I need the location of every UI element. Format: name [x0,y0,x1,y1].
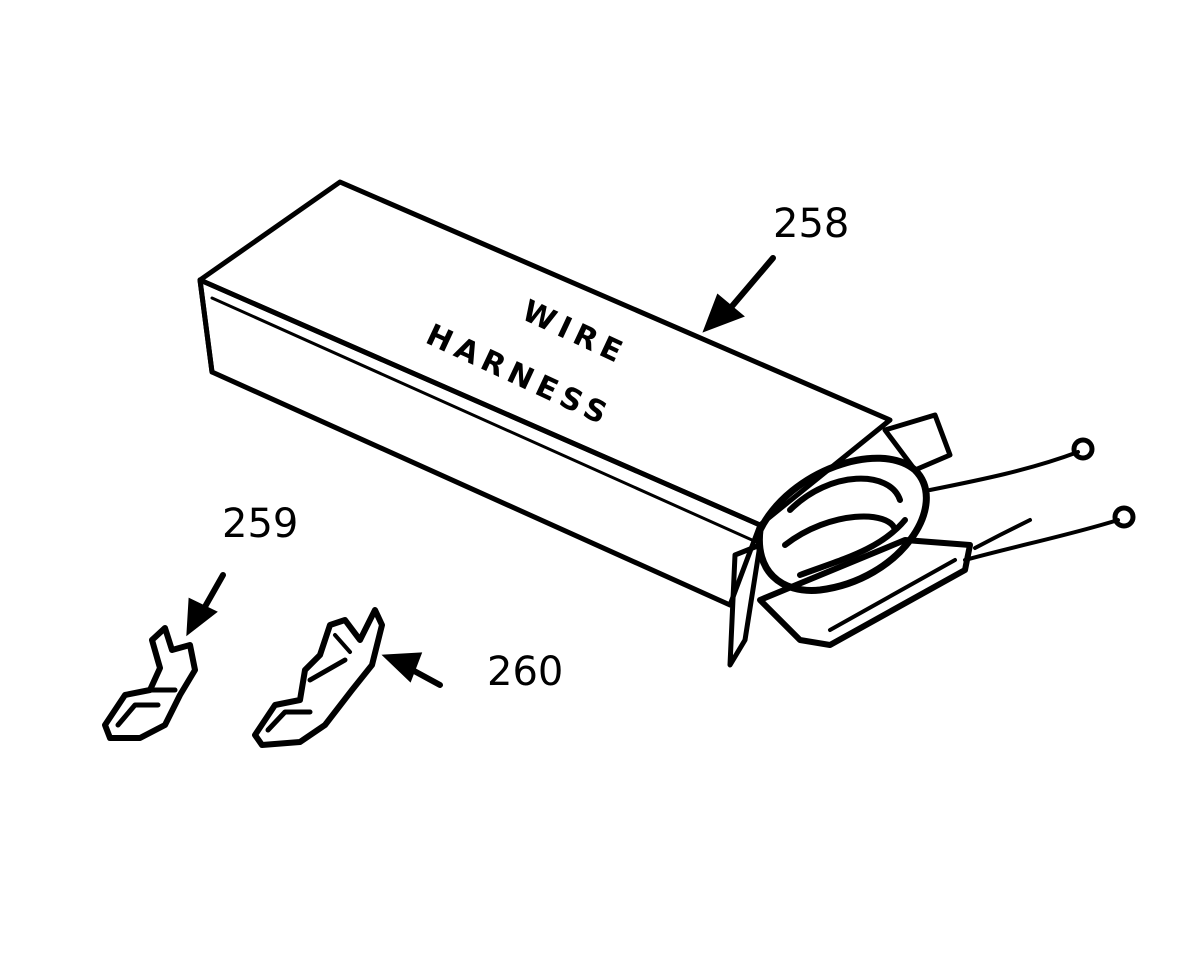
callout-258: 258 [773,201,849,247]
arrow-258-head [702,293,745,333]
leader-arrows [186,255,776,688]
terminal-259 [102,625,198,741]
harness-package [197,179,893,608]
callout-260: 260 [487,649,563,695]
arrow-259-head [186,597,218,637]
callout-259: 259 [222,501,298,547]
terminal-260 [252,607,385,748]
arrow-260-head [381,652,423,683]
harness-wires [727,412,1136,668]
box-printed-label: WIRE HARNESS [421,294,633,435]
box-label-line1: WIRE [517,294,633,373]
